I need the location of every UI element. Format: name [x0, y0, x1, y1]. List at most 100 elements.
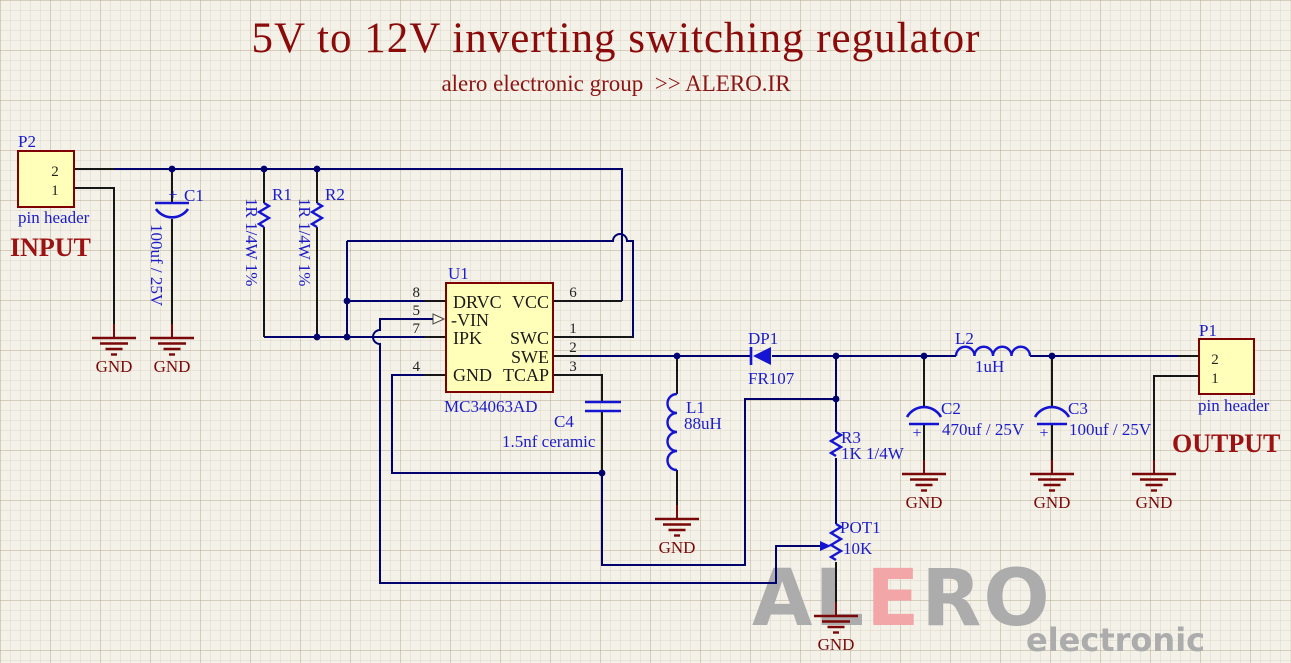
- p2-designator: P2: [18, 132, 36, 151]
- schematic-subtitle: alero electronic group >> ALERO.IR: [441, 71, 791, 96]
- component-pot1: POT1 10K: [820, 518, 881, 562]
- wire-5v-rail: [114, 168, 623, 301]
- gnd-label-c1: GND: [154, 357, 191, 376]
- u1-pin6-number: 6: [569, 285, 577, 301]
- c3-plate-curved: [1033, 405, 1071, 418]
- r2-designator: R2: [325, 185, 345, 204]
- pot1-zigzag: [828, 522, 844, 562]
- l2-designator: L2: [955, 329, 974, 348]
- ground-symbols: GND GND GND GND GND GND GND: [90, 324, 1178, 654]
- r2-zigzag: [309, 201, 325, 229]
- u1-pin7-name: IPK: [453, 328, 482, 348]
- u1-pin8-name: DRVC: [453, 292, 502, 312]
- u1-pin7-number: 7: [413, 321, 421, 337]
- wires: [114, 168, 1178, 584]
- u1-pin5-input-arrow: [432, 313, 446, 325]
- u1-pin8-number: 8: [413, 285, 421, 301]
- r1-zigzag: [256, 201, 272, 229]
- r1-designator: R1: [272, 185, 292, 204]
- component-r3: R3 1K 1/4W: [828, 428, 905, 463]
- c2-plus: +: [912, 425, 921, 442]
- dp1-designator: DP1: [748, 329, 778, 348]
- gnd-label-c3: GND: [1034, 493, 1071, 512]
- component-c4: C4 1.5nf ceramic: [502, 400, 621, 451]
- l2-value: 1uH: [975, 357, 1004, 376]
- watermark-electronic: electronic: [1026, 621, 1206, 659]
- component-p2: P2 2 1 pin header INPUT: [10, 132, 91, 262]
- u1-right-stubs: [553, 300, 633, 402]
- dp1-triangle: [753, 347, 771, 365]
- input-port-label: INPUT: [10, 233, 91, 262]
- c4-value: 1.5nf ceramic: [502, 432, 596, 451]
- c2-designator: C2: [941, 399, 961, 418]
- schematic-title: 5V to 12V inverting switching regulator: [251, 15, 981, 62]
- wire-drvc-swc-link: [347, 233, 634, 338]
- p2-pin2-number: 2: [51, 164, 59, 180]
- p2-pin1-number: 1: [51, 183, 59, 199]
- c1-plus: +: [168, 187, 177, 204]
- l2-coil: [954, 345, 1032, 357]
- watermark-e: E: [866, 554, 922, 644]
- alero-watermark: ALERO: [752, 560, 1052, 638]
- c1-designator: C1: [184, 186, 204, 205]
- c2-value: 470uf / 25V: [942, 420, 1025, 439]
- pin-wires: [74, 168, 1199, 602]
- watermark-ro: RO: [921, 554, 1052, 644]
- watermark-al: AL: [752, 554, 867, 644]
- u1-pin4-name: GND: [453, 365, 492, 385]
- component-u1: U1 MC34063AD 8 5 7 4 6 1 2 3 DRVC VCC -V…: [413, 264, 578, 416]
- u1-pin2-number: 2: [569, 340, 577, 356]
- u1-part-number: MC34063AD: [444, 397, 538, 416]
- pot1-wiper-arrow: [820, 541, 831, 551]
- p2-pin1-route: [74, 187, 115, 324]
- u1-pin6-name: VCC: [512, 292, 549, 312]
- u1-pin1-number: 1: [569, 321, 577, 337]
- c4-plates: [585, 400, 621, 413]
- pot1-designator: POT1: [840, 518, 881, 537]
- c3-plus: +: [1039, 425, 1048, 442]
- c3-designator: C3: [1068, 399, 1088, 418]
- junction-dots: [168, 165, 1056, 477]
- component-l1: L1 88uH: [666, 392, 722, 472]
- r3-designator: R3: [841, 428, 861, 447]
- r2-value: 1R 1/4W 1%: [295, 198, 314, 286]
- component-c1: + C1 100uf / 25V: [147, 186, 204, 307]
- u1-pin3-number: 3: [569, 359, 577, 375]
- u1-pin5-name: -VIN: [451, 310, 489, 330]
- l1-designator: L1: [686, 398, 705, 417]
- wire-tcap-feedback: [601, 398, 836, 566]
- gnd-label-l1: GND: [659, 538, 696, 557]
- c3-value: 100uf / 25V: [1069, 420, 1152, 439]
- component-r2: R2 1R 1/4W 1%: [295, 185, 345, 286]
- p1-designator: P1: [1199, 321, 1217, 340]
- p1-pin2-number: 2: [1211, 352, 1219, 368]
- title-block: 5V to 12V inverting switching regulator …: [0, 0, 1232, 97]
- u1-designator: U1: [448, 264, 469, 283]
- output-port-label: OUTPUT: [1172, 429, 1280, 458]
- r3-value: 1K 1/4W: [841, 444, 905, 463]
- l1-value: 88uH: [684, 414, 722, 433]
- component-dp1: DP1 FR107: [748, 329, 795, 388]
- gnd-label-output: GND: [1136, 493, 1173, 512]
- c2-plate-curved: [905, 405, 943, 418]
- u1-pin1-name: SWC: [510, 328, 549, 348]
- component-l2: L2 1uH: [954, 329, 1032, 376]
- r1-value: 1R 1/4W 1%: [242, 198, 261, 286]
- p1-pin1-number: 1: [1211, 371, 1219, 387]
- component-c3: + C3 100uf / 25V: [1033, 399, 1152, 442]
- p1-pin1-route: [1153, 375, 1199, 460]
- u1-left-stubs: [424, 300, 446, 376]
- c1-plate-curved: [154, 208, 190, 219]
- wire-vin-feedback: [372, 318, 821, 584]
- l1-coil: [666, 392, 678, 472]
- wire-gnd-pin: [391, 374, 602, 474]
- c1-value: 100uf / 25V: [147, 224, 166, 307]
- p2-type-label: pin header: [18, 208, 90, 227]
- gnd-label-input: GND: [96, 357, 133, 376]
- u1-pin4-number: 4: [413, 359, 421, 375]
- gnd-label-c2: GND: [906, 493, 943, 512]
- gnd-label-pot1: GND: [818, 635, 855, 654]
- u1-pin2-name: SWE: [511, 347, 549, 367]
